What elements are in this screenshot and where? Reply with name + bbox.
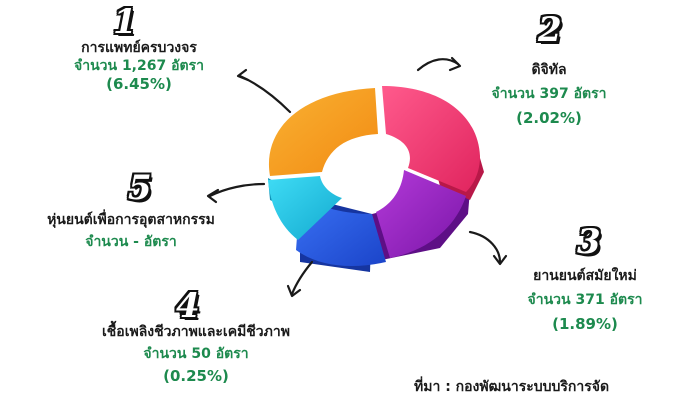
item-1-percent: (6.45%) [106,75,172,93]
arrow-3 [468,230,502,264]
item-3-number: 3 [577,222,601,262]
item-2-count: จำนวน 397 อัตรา [491,85,607,102]
item-1-name: การแพทย์ครบวงจร [81,40,197,56]
item-5-label-block: หุ่นยนต์เพื่อการอุตสาหกรรม จำนวน - อัตรา [0,212,262,251]
item-5-count: จำนวน - อัตรา [85,233,177,250]
item-4-name: เชื้อเพลิงชีวภาพและเคมีชีวภาพ [102,324,290,340]
arrow-2-head [448,56,462,72]
item-2-label-block: ดิจิทัล จำนวน 397 อัตรา (2.02%) [464,62,634,128]
item-1-label-block: การแพทย์ครบวงจร จำนวน 1,267 อัตรา (6.45%… [34,40,244,94]
segment-pink [382,86,480,192]
item-3-name: ยานยนต์สมัยใหม่ [533,268,637,284]
item-4-percent: (0.25%) [163,367,229,385]
arrow-5-head [206,188,220,204]
item-2-number: 2 [538,10,562,50]
item-1-number: 1 [113,2,137,42]
arrow-3-head [492,254,508,266]
segment-orange [268,88,378,176]
arrow-4-head [286,284,302,298]
item-5-name: หุ่นยนต์เพื่อการอุตสาหกรรม [47,212,215,228]
arrow-5 [208,182,266,198]
item-2-percent: (2.02%) [516,109,582,127]
item-5-number: 5 [128,168,152,208]
item-2-name: ดิจิทัล [531,62,567,78]
item-4-number: 4 [176,286,200,326]
item-4-count: จำนวน 50 อัตรา [143,345,249,362]
item-3-count: จำนวน 371 อัตรา [527,291,643,308]
segment-purple [376,170,466,258]
item-3-label-block: ยานยนต์สมัยใหม่ จำนวน 371 อัตรา (1.89%) [500,268,670,334]
donut-hole [336,160,396,192]
item-3-percent: (1.89%) [552,315,618,333]
source-note: ที่มา : กองพัฒนาระบบบริการจัด [414,379,610,395]
arrow-1-head [236,68,250,82]
item-1-count: จำนวน 1,267 อัตรา [74,57,204,74]
item-4-label-block: เชื้อเพลิงชีวภาพและเคมีชีวภาพ จำนวน 50 อ… [46,324,346,386]
arrow-1 [238,74,292,114]
arrow-4 [290,260,314,296]
segment-cyan [268,176,342,240]
